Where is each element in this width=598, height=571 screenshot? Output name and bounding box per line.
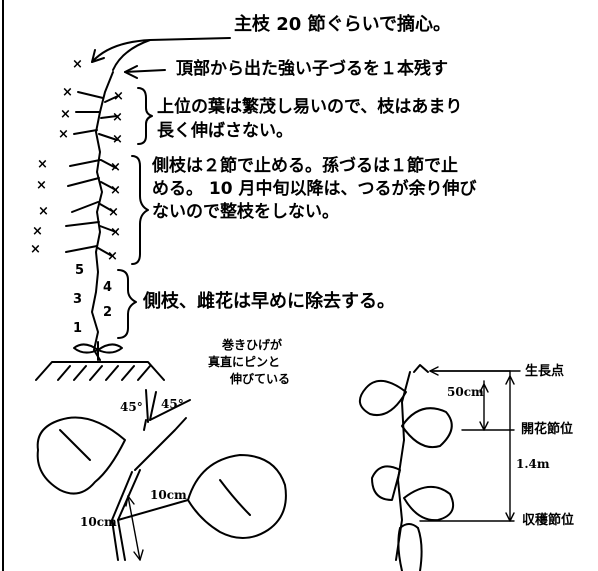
label-flowering-node: 開花節位: [521, 422, 574, 437]
caption-upper-leaves-2: 長く伸ばさない。: [157, 121, 293, 141]
brace-upper: [137, 87, 153, 145]
x-mark: ×: [112, 132, 123, 147]
x-mark: ×: [36, 178, 47, 193]
node-number: 2: [103, 305, 113, 320]
leaf-right: [187, 454, 287, 539]
caption-side-branch-3: ないので整枝をしない。: [152, 202, 339, 222]
x-mark: ×: [113, 89, 124, 104]
side-branches-upper: [73, 91, 119, 141]
x-mark: ×: [58, 127, 69, 142]
pinch-pointer: [91, 37, 231, 71]
x-mark: ×: [72, 57, 83, 72]
caption-lower-nodes: 側枝、雌花は早めに除去する。: [143, 291, 395, 312]
x-mark: ×: [110, 183, 121, 198]
caption-side-branch-2: める。 10 月中旬以降は、つるが余り伸び: [152, 179, 477, 199]
label-growth-point: 生長点: [525, 364, 565, 379]
label-distance-top: 50cm: [447, 385, 484, 399]
tendril-note-2: 真直にピンと: [208, 355, 281, 369]
x-mark: ×: [107, 249, 118, 264]
length-label-upper: 10cm: [150, 488, 187, 502]
leaf-left: [36, 416, 126, 495]
angle-label: 45°: [120, 400, 143, 414]
node-number: 3: [73, 292, 83, 307]
node-number: 5: [75, 263, 85, 278]
x-mark: ×: [110, 225, 121, 240]
cucumber-plant-right: [359, 364, 454, 561]
x-mark: ×: [32, 224, 43, 239]
length-label-lower: 10cm: [80, 515, 117, 529]
angle-label: 45°: [161, 397, 184, 411]
caption-side-branch-1: 側枝は２節で止める。孫づるは１節で止: [152, 156, 458, 176]
node-number: 1: [73, 321, 83, 336]
x-mark: ×: [38, 204, 49, 219]
cucumber-branch-left: [111, 389, 191, 561]
x-mark: ×: [60, 107, 71, 122]
caption-main-stem-pinch: 主枝 20 節ぐらいで摘心。: [234, 14, 452, 35]
x-mark: ×: [108, 205, 119, 220]
node-number: 4: [103, 280, 113, 295]
caption-upper-leaves-1: 上位の葉は繁茂し易いので、枝はあまり: [157, 97, 463, 117]
caption-top-shoot: 頂部から出た強い子づるを１本残す: [176, 59, 448, 79]
cucumber-fruit: [397, 523, 423, 571]
x-mark: ×: [62, 85, 73, 100]
brace-lower: [117, 269, 137, 339]
tendril-note-3: 伸びている: [230, 372, 291, 386]
top-shoot-arrow: [124, 65, 166, 79]
measure-arrow: [125, 495, 144, 561]
x-mark: ×: [37, 157, 48, 172]
side-branches-middle: [65, 159, 117, 257]
growth-point-arrow: [429, 366, 521, 376]
x-mark: ×: [112, 110, 123, 125]
frame-border: [2, 0, 4, 571]
tendril-note-1: 巻きひげが: [222, 338, 283, 352]
x-mark: ×: [30, 242, 41, 257]
brace-middle: [131, 155, 149, 265]
x-mark: ×: [110, 160, 121, 175]
label-distance-total: 1.4m: [516, 457, 550, 471]
seedling: [73, 341, 123, 361]
soil-mound: [35, 361, 165, 381]
label-harvest-node: 収穫節位: [522, 513, 575, 528]
